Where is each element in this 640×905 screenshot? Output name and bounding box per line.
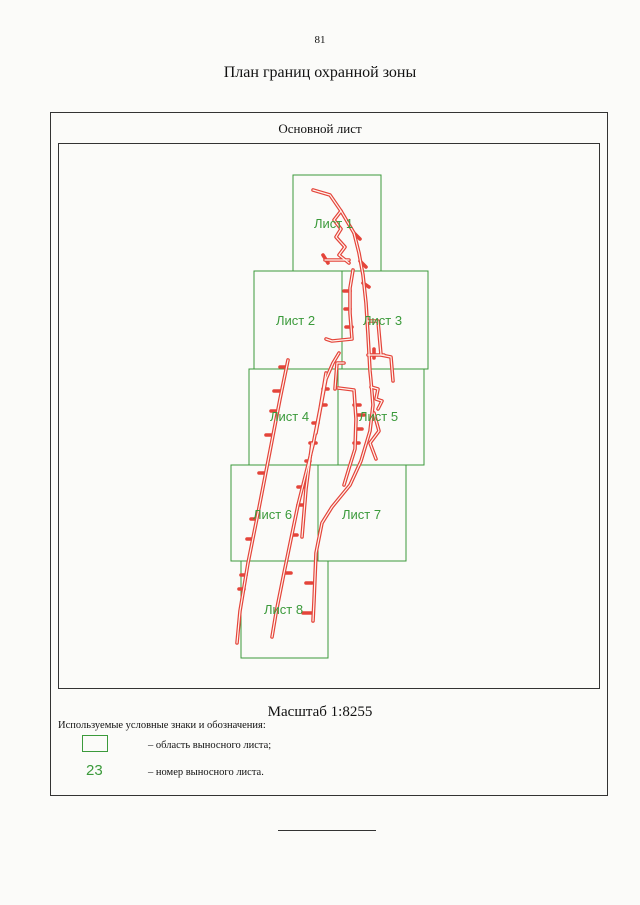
sheet-label-5: Лист 5	[359, 409, 398, 424]
sheet-label-1: Лист 1	[314, 216, 353, 231]
sheet-label-3: Лист 3	[363, 313, 402, 328]
sheet-label-2: Лист 2	[276, 313, 315, 328]
map-frame	[58, 143, 600, 689]
legend-area-text: – область выносного листа;	[148, 740, 272, 751]
sheet-label-4: Лист 4	[270, 409, 309, 424]
sheet-label-8: Лист 8	[264, 602, 303, 617]
legend-heading: Используемые условные знаки и обозначени…	[58, 720, 266, 731]
footer-rule	[278, 830, 376, 831]
sheet-boxes	[230, 174, 429, 659]
scale-label: Масштаб 1:8255	[267, 704, 373, 720]
legend-number-text: – номер выносного листа.	[148, 767, 264, 778]
sheet-label-6: Лист 6	[253, 507, 292, 522]
pipeline-centerline	[236, 189, 394, 644]
sheet-caption: Основной лист	[278, 121, 362, 136]
document-title: План границ охранной зоны	[223, 64, 417, 81]
sheet-labels: Лист 1 Лист 2 Лист 3 Лист 4 Лист 5 Лист …	[253, 216, 402, 617]
sheet-box-7	[317, 464, 407, 562]
sheet-label-7: Лист 7	[342, 507, 381, 522]
protected-zone	[235, 188, 395, 645]
boundary-map: Лист 1 Лист 2 Лист 3 Лист 4 Лист 5 Лист …	[230, 174, 429, 659]
legend-area-swatch	[82, 735, 108, 752]
outer-frame	[50, 112, 608, 796]
legend-number-sample: 23	[86, 762, 103, 779]
page-number: 81	[314, 34, 326, 46]
